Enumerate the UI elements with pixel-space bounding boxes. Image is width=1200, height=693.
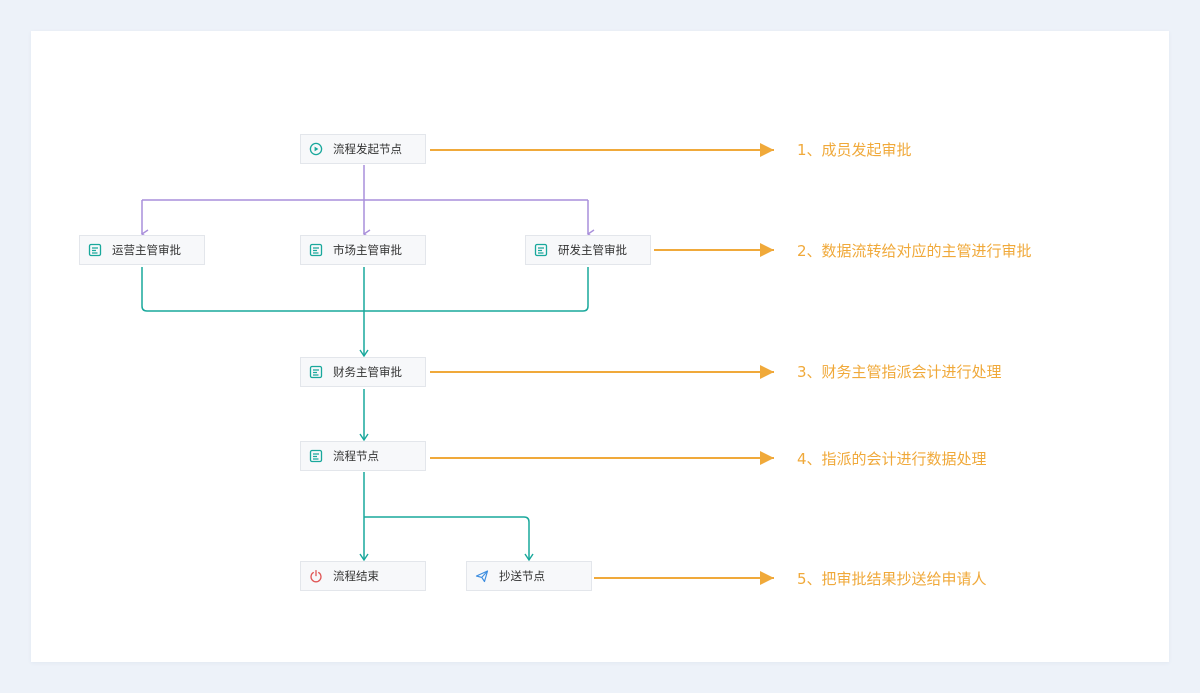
diagram-canvas: [31, 31, 1169, 662]
node-market-approval[interactable]: 市场主管审批: [300, 235, 426, 265]
node-rnd-approval[interactable]: 研发主管审批: [525, 235, 651, 265]
node-cc[interactable]: 抄送节点: [466, 561, 592, 591]
node-label: 流程结束: [333, 569, 379, 583]
node-ops-approval[interactable]: 运营主管审批: [79, 235, 205, 265]
annotation-1: 1、成员发起审批: [797, 141, 912, 159]
power-icon: [309, 569, 323, 583]
node-start[interactable]: 流程发起节点: [300, 134, 426, 164]
node-label: 财务主管审批: [333, 365, 402, 379]
annotation-4: 4、指派的会计进行数据处理: [797, 450, 987, 468]
node-process[interactable]: 流程节点: [300, 441, 426, 471]
branch-connector: [140, 165, 595, 239]
annotation-2: 2、数据流转给对应的主管进行审批: [797, 242, 1032, 260]
node-end[interactable]: 流程结束: [300, 561, 426, 591]
approval-form-icon: [88, 243, 102, 257]
approval-form-icon: [309, 449, 323, 463]
node-label: 研发主管审批: [558, 243, 627, 257]
node-label: 流程节点: [333, 449, 379, 463]
approval-form-icon: [534, 243, 548, 257]
node-label: 流程发起节点: [333, 142, 402, 156]
annotation-3: 3、财务主管指派会计进行处理: [797, 363, 1002, 381]
play-circle-icon: [309, 142, 323, 156]
annotation-arrows: [430, 143, 774, 585]
paper-plane-icon: [475, 569, 489, 583]
approval-form-icon: [309, 365, 323, 379]
node-label: 抄送节点: [499, 569, 545, 583]
node-finance-approval[interactable]: 财务主管审批: [300, 357, 426, 387]
node-label: 运营主管审批: [112, 243, 181, 257]
annotation-5: 5、把审批结果抄送给申请人: [797, 570, 987, 588]
approval-form-icon: [309, 243, 323, 257]
node-label: 市场主管审批: [333, 243, 402, 257]
merge-connector: [141, 267, 589, 562]
